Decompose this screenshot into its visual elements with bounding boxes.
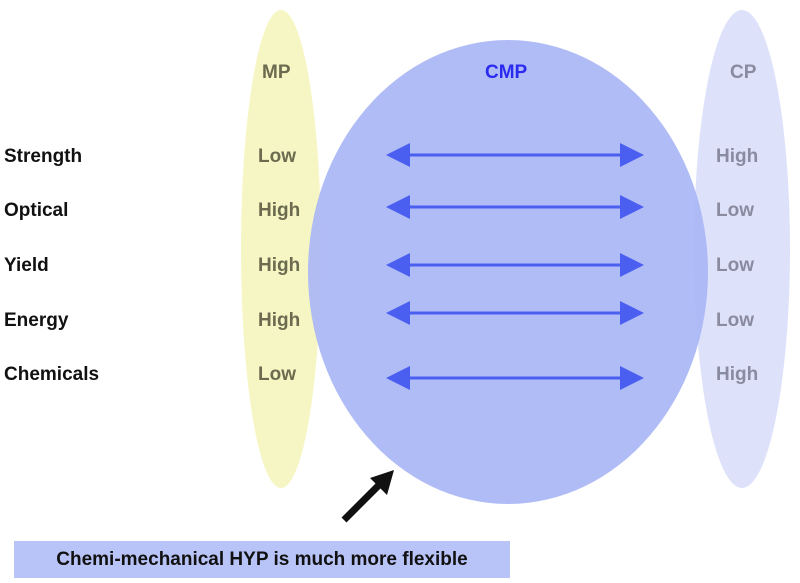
cp-value: High bbox=[716, 146, 759, 167]
mp-value: High bbox=[258, 255, 301, 276]
mp-value: High bbox=[258, 200, 301, 221]
pointer-arrow bbox=[341, 479, 385, 523]
pointer-arrow-head bbox=[370, 470, 394, 495]
row-label: Strength bbox=[4, 146, 83, 167]
cmp-ellipse bbox=[308, 40, 708, 504]
conclusion-banner: Chemi-mechanical HYP is much more flexib… bbox=[14, 541, 510, 578]
row-label: Chemicals bbox=[4, 364, 100, 385]
cp-header: CP bbox=[730, 62, 757, 83]
cp-value: High bbox=[716, 364, 759, 385]
mp-value: Low bbox=[258, 146, 296, 167]
mp-value: High bbox=[258, 310, 301, 331]
cp-value: Low bbox=[716, 200, 754, 221]
cmp-header: CMP bbox=[485, 62, 528, 83]
cp-value: Low bbox=[716, 255, 754, 276]
row-label: Energy bbox=[4, 310, 69, 331]
cp-value: Low bbox=[716, 310, 754, 331]
cp-ellipse bbox=[694, 10, 790, 488]
row-label: Yield bbox=[4, 255, 49, 276]
mp-header: MP bbox=[262, 62, 291, 83]
mp-ellipse bbox=[241, 10, 321, 488]
mp-value: Low bbox=[258, 364, 296, 385]
row-label: Optical bbox=[4, 200, 69, 221]
